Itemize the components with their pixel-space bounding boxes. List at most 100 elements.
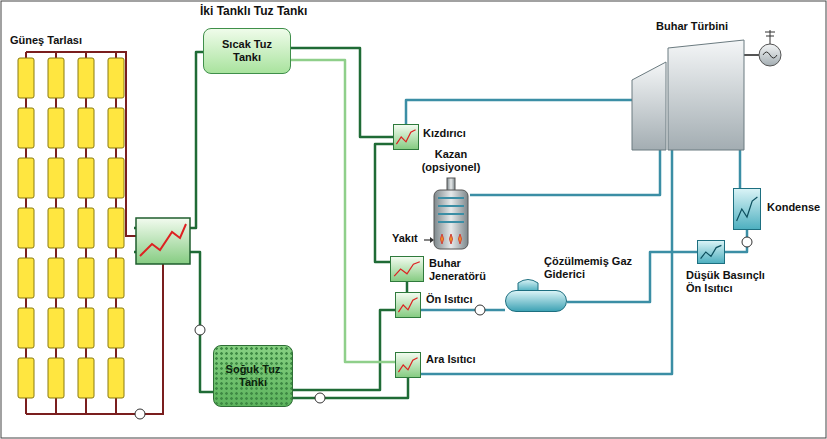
exchanger-coil bbox=[391, 257, 423, 281]
node-heading: Buhar Jeneratörü bbox=[429, 257, 499, 283]
node-heading: Buhar Türbini bbox=[656, 20, 756, 33]
solar-collector bbox=[108, 308, 124, 348]
pump-symbol bbox=[135, 409, 145, 419]
generator-symbol bbox=[744, 54, 759, 56]
generator-symbol bbox=[765, 32, 775, 33]
pump-symbol bbox=[475, 305, 485, 315]
node-heading: Güneş Tarlası bbox=[10, 34, 130, 47]
exchanger-coil bbox=[737, 197, 758, 221]
node-label: Sıcak Tuz Tankı bbox=[208, 38, 286, 64]
boiler-shape bbox=[441, 234, 444, 244]
exchanger-coil bbox=[394, 125, 418, 149]
pump-symbol bbox=[315, 393, 325, 403]
solar-collector bbox=[78, 208, 94, 248]
pipe-connector bbox=[406, 282, 409, 292]
solar-collector bbox=[18, 358, 34, 398]
turbine-shape bbox=[668, 40, 744, 150]
solar-collector bbox=[108, 108, 124, 148]
pipe-connector bbox=[134, 52, 203, 228]
turbine-shape bbox=[632, 40, 744, 150]
fuel-arrow bbox=[430, 237, 434, 243]
hot-salt-tank: Sıcak Tuz Tankı bbox=[203, 28, 291, 74]
fuel-arrow bbox=[424, 237, 434, 243]
condenser: Kondense bbox=[733, 188, 761, 230]
pipe-connector bbox=[739, 150, 742, 188]
diagram-title: İki Tanklı Tuz Tankı bbox=[200, 5, 307, 18]
solar-collector bbox=[26, 51, 116, 53]
pipe-connector bbox=[406, 100, 632, 124]
pipe-connector bbox=[291, 48, 393, 137]
exchanger-coil bbox=[394, 262, 420, 276]
solar-collector bbox=[48, 58, 64, 98]
turbine-shape bbox=[632, 62, 666, 150]
solar-collector bbox=[48, 258, 64, 298]
solar-collector bbox=[48, 158, 64, 198]
solar-collector bbox=[18, 158, 34, 198]
generator-symbol bbox=[759, 44, 781, 66]
field-heat-exchanger bbox=[136, 218, 190, 264]
solar-collector bbox=[48, 358, 64, 398]
pipe-connector bbox=[293, 378, 408, 398]
generator-symbol bbox=[744, 30, 781, 66]
exchanger-coil bbox=[734, 189, 760, 229]
pipe-connector bbox=[470, 150, 660, 195]
pipe-connector bbox=[134, 252, 213, 392]
boiler-shape bbox=[438, 213, 464, 215]
exchanger-coil bbox=[701, 245, 722, 258]
solar-collector bbox=[18, 208, 34, 248]
solar-collector bbox=[18, 308, 34, 348]
exchanger-coil bbox=[698, 241, 724, 263]
exchanger-coil bbox=[398, 298, 417, 312]
solar-collector bbox=[18, 108, 34, 148]
generator-symbol bbox=[766, 36, 774, 37]
superheater: Kızdırıcı bbox=[393, 124, 419, 150]
generator-symbol bbox=[763, 52, 777, 58]
boiler-shape bbox=[459, 234, 462, 244]
solar-collector bbox=[108, 358, 124, 398]
cold-salt-tank: Soğuk Tuz Tankı bbox=[213, 345, 293, 407]
boiler-shape bbox=[438, 197, 464, 199]
preheater: Ön Isıtıcı bbox=[395, 292, 421, 318]
solar-collector bbox=[18, 58, 34, 98]
boiler-shape bbox=[432, 178, 470, 250]
solar-collector bbox=[108, 158, 124, 198]
node-heading: Düşük Basınçlı Ön Isıtıcı bbox=[686, 269, 781, 295]
pump-symbol bbox=[195, 325, 205, 335]
field-heat-exchanger bbox=[140, 224, 186, 256]
pump-symbol bbox=[742, 237, 752, 247]
reheater: Ara Isıtıcı bbox=[395, 352, 421, 378]
lp-preheater: Düşük Basınçlı Ön Isıtıcı bbox=[697, 240, 725, 264]
pump-symbol bbox=[135, 237, 752, 419]
pipe-connector bbox=[291, 60, 395, 362]
solar-collector bbox=[78, 258, 94, 298]
steam-generator: Buhar Jeneratörü bbox=[390, 256, 424, 282]
exchanger-coil bbox=[398, 358, 417, 372]
deaerator: Çözülmemiş Gaz Giderici bbox=[505, 290, 567, 312]
boiler-shape bbox=[438, 221, 464, 223]
boiler-shape bbox=[450, 234, 453, 244]
exchanger-coil bbox=[396, 353, 420, 377]
solar-collector bbox=[108, 258, 124, 298]
pipe-connector bbox=[421, 309, 505, 312]
solar-collector bbox=[78, 58, 94, 98]
node-heading: Ara Isıtıcı bbox=[426, 353, 506, 366]
node-heading: Kondense bbox=[767, 201, 827, 214]
steam-turbine: Buhar Türbini bbox=[632, 40, 744, 150]
node-heading: Kazan (opsiyonel) bbox=[416, 148, 486, 174]
boiler-shape bbox=[434, 190, 468, 249]
solar-collector bbox=[108, 58, 124, 98]
node-heading: Çözülmemiş Gaz Giderici bbox=[544, 255, 639, 281]
node-label: Soğuk Tuz Tankı bbox=[218, 363, 288, 389]
annotation-label: Yakıt bbox=[392, 232, 418, 245]
solar-collector bbox=[78, 308, 94, 348]
field-heat-exchanger bbox=[136, 218, 190, 264]
solar-collector bbox=[48, 208, 64, 248]
exchanger-coil bbox=[396, 130, 415, 144]
solar-collector bbox=[18, 258, 34, 298]
pipe-connector bbox=[375, 144, 393, 262]
node-heading: Ön Isıtıcı bbox=[426, 293, 506, 306]
node-heading: Kızdırıcı bbox=[423, 127, 493, 140]
boiler: Kazan (opsiyonel) bbox=[432, 178, 470, 250]
solar-collector bbox=[48, 108, 64, 148]
